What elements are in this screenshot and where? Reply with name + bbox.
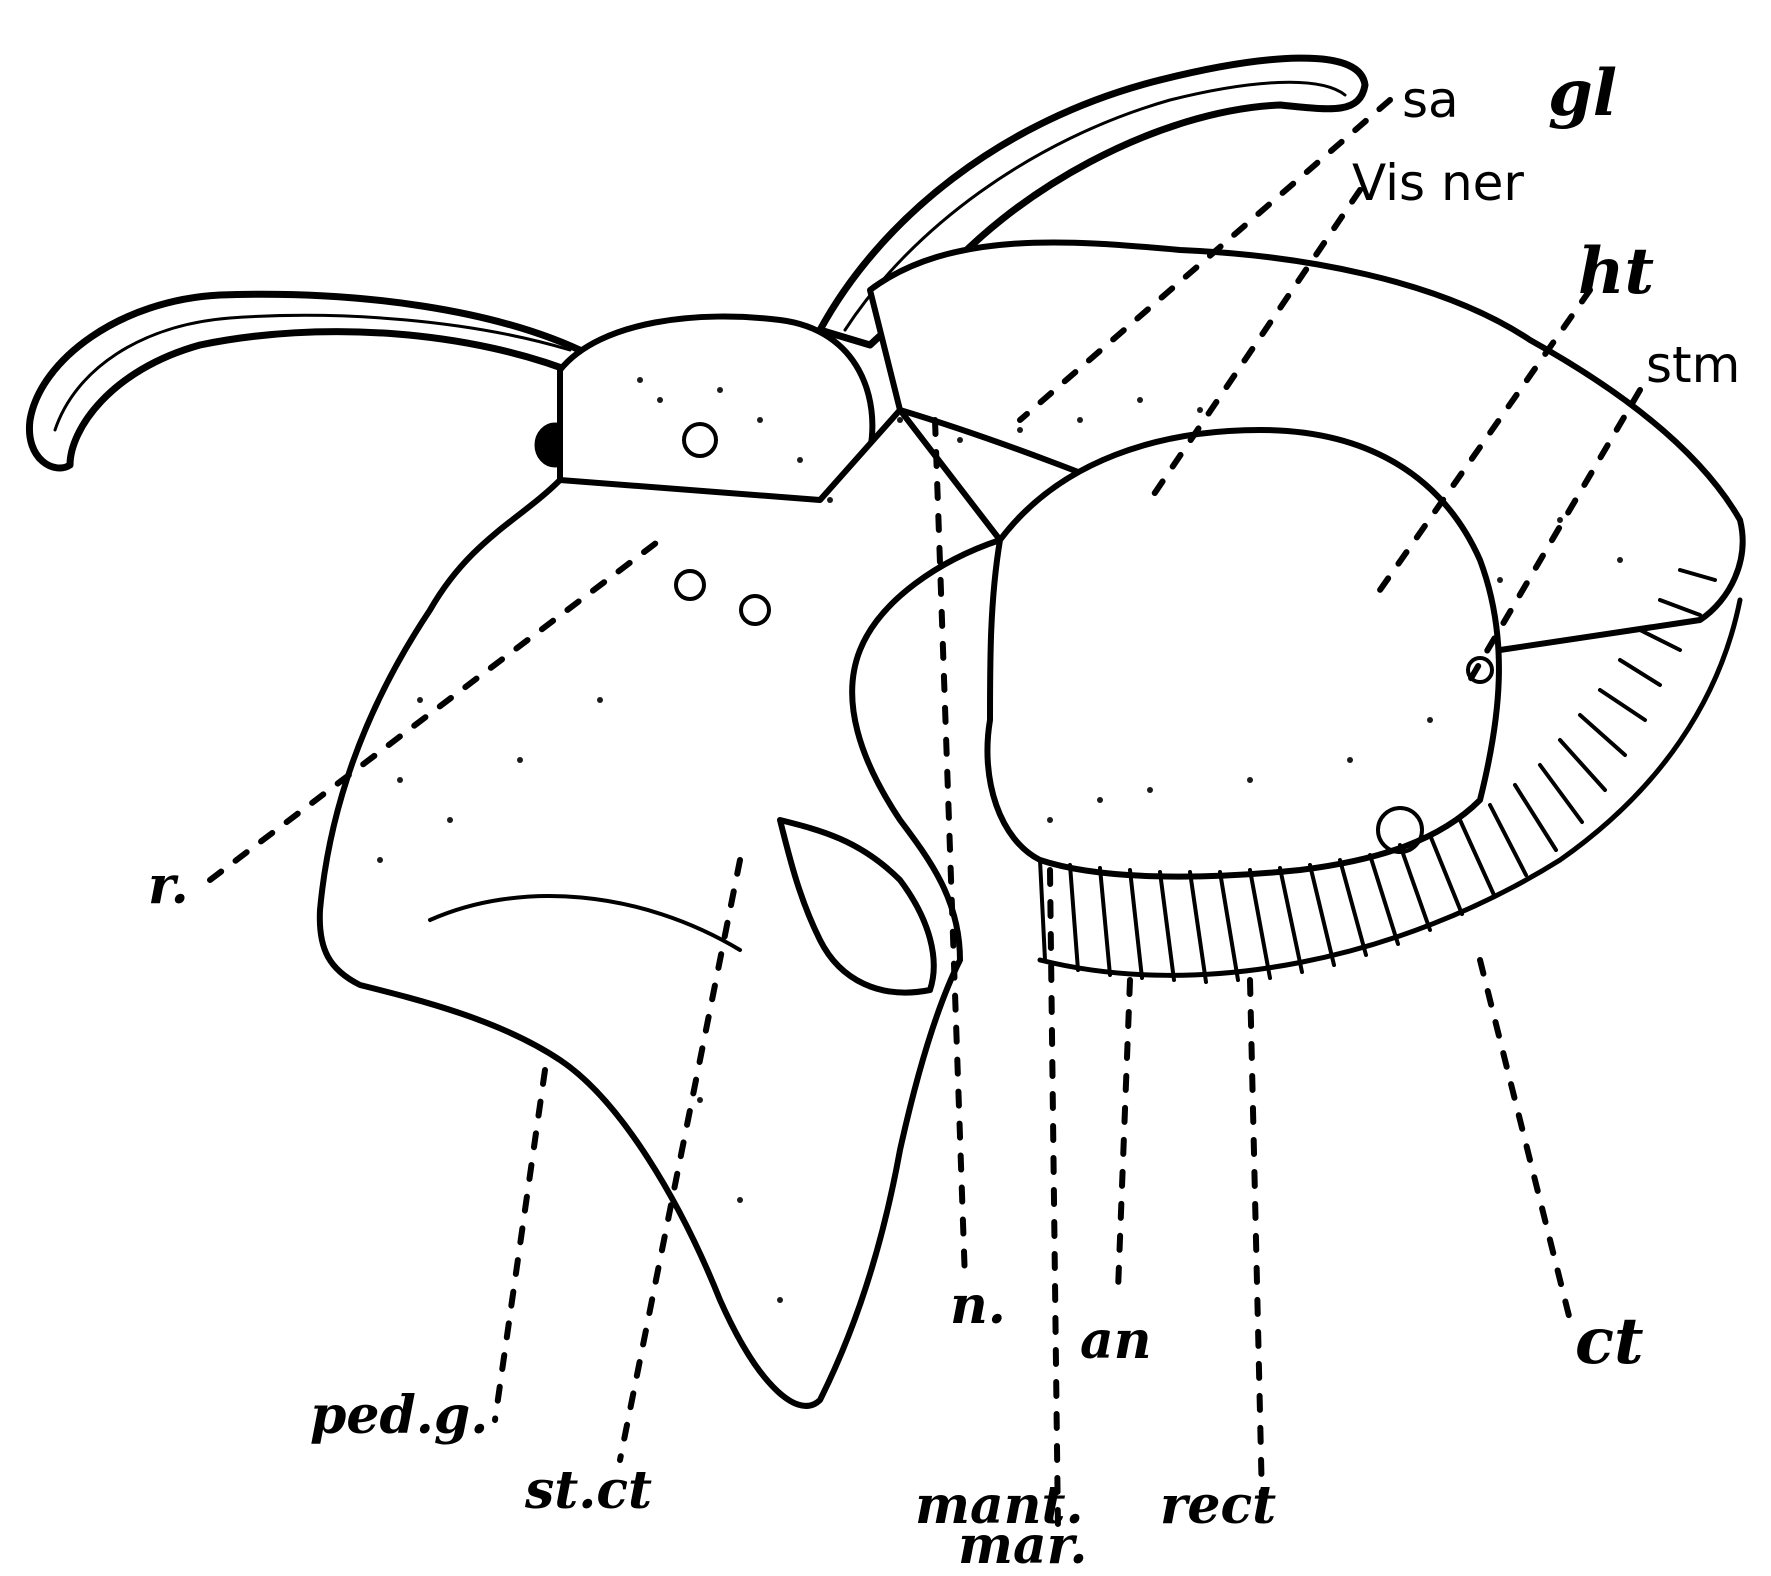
label-mar: mar.: [958, 1520, 1087, 1572]
leader-rect: [1250, 980, 1262, 1500]
leader-mant: [1050, 870, 1058, 1530]
label-gl: gl: [1548, 62, 1617, 126]
label-sa: sa: [1402, 75, 1459, 125]
label-n: n.: [950, 1280, 1006, 1332]
label-r: r.: [148, 860, 189, 912]
label-ped-g: ped.g.: [310, 1390, 488, 1442]
leader-ct: [1480, 960, 1570, 1320]
label-rect: rect: [1160, 1480, 1276, 1532]
mantle: [987, 430, 1498, 877]
label-ht: ht: [1578, 240, 1654, 304]
label-stm: stm: [1646, 340, 1740, 390]
label-st-ct: st.ct: [525, 1465, 652, 1517]
leader-ped-g: [495, 1070, 545, 1420]
label-vis-ner: Vis ner: [1352, 158, 1524, 208]
left-tentacle: [29, 294, 590, 468]
label-ct: ct: [1575, 1310, 1644, 1374]
label-an: an: [1080, 1315, 1152, 1367]
leader-an: [1118, 980, 1130, 1290]
